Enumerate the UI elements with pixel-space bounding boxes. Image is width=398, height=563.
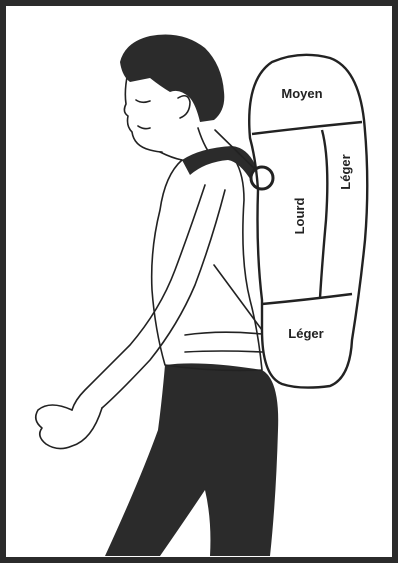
backpack-straps	[182, 130, 273, 330]
hiker-hair	[120, 35, 224, 123]
zone-label-core: Lourd	[292, 198, 307, 235]
shoulder-strap	[182, 146, 258, 182]
backpack: Moyen Lourd Léger Léger	[249, 55, 367, 388]
strap-ring	[251, 167, 273, 189]
side-strap	[214, 265, 262, 330]
hiker-hand	[36, 405, 102, 449]
divider-inner	[320, 130, 327, 298]
zone-label-outer: Léger	[338, 154, 353, 189]
hiker-mouth	[138, 126, 150, 129]
divider-top	[252, 122, 362, 134]
hiker-face	[124, 72, 162, 152]
divider-bottom	[262, 294, 352, 304]
hiker-eye	[136, 100, 150, 102]
zone-label-bottom: Léger	[288, 326, 323, 341]
hiker-waistline	[185, 332, 262, 352]
zone-label-top: Moyen	[281, 86, 322, 101]
hiker-figure	[36, 35, 278, 557]
hiker-torso	[152, 160, 262, 370]
hiker-ear	[178, 96, 190, 118]
hiker-trousers	[105, 363, 278, 556]
